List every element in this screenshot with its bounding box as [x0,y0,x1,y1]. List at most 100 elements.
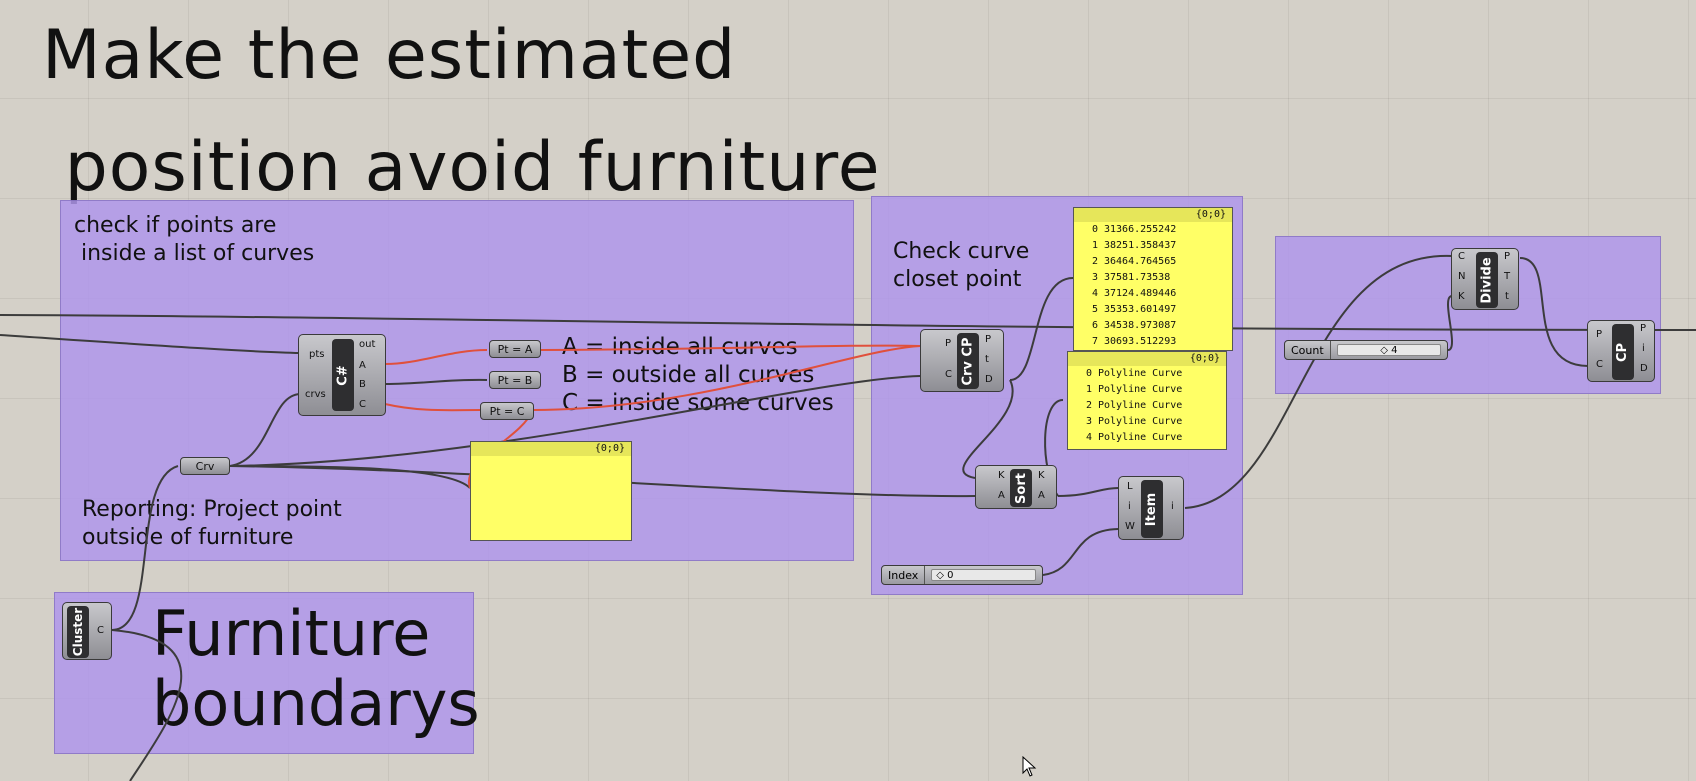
wire-count-to-divide [1447,295,1453,351]
wire-long-horizontal [0,314,1696,331]
count-slider-label: Count [1285,341,1331,359]
port-a[interactable]: A [359,360,366,371]
wire-cluster-down [111,629,183,781]
port-sort-a-out[interactable]: A [1038,490,1045,501]
legend-b: B = outside all curves [562,362,815,388]
wire-crv-to-sort [229,465,976,498]
wire-b-out [384,378,488,385]
closest-point-component[interactable]: CP P C P i D [1587,320,1655,382]
canvas-title: Make the estimated position avoid furnit… [42,0,881,224]
port-divide-t2-out[interactable]: t [1505,291,1509,302]
note-check-inside: check if points are inside a list of cur… [74,213,315,266]
port-divide-c-in[interactable]: C [1458,251,1465,262]
port-divide-p-out[interactable]: P [1504,251,1511,262]
wire-pta-to-crvcp [539,344,921,351]
wire-pts-input [0,334,301,354]
csharp-core: C# [332,339,354,411]
group-furniture[interactable] [54,592,474,754]
count-slider-value[interactable]: ◇ 4 [1336,344,1441,356]
panel-empty[interactable]: {0;0} [470,441,632,541]
port-item-w-in[interactable]: W [1125,521,1135,532]
wire-c-out [384,403,481,412]
port-c[interactable]: C [359,399,366,410]
crvcp-core: Crv CP [957,333,979,389]
index-slider-label: Index [882,566,926,584]
wire-crv-to-crvcp [229,375,921,467]
wire-divide-to-cp [1519,257,1589,367]
panel-distances-path: {0;0} [1074,208,1232,222]
port-crvcp-c-in[interactable]: C [945,369,952,380]
index-slider-value[interactable]: ◇ 0 [931,569,1036,581]
port-sort-k-out[interactable]: K [1038,470,1045,481]
index-slider[interactable]: Index ◇ 0 [881,565,1043,585]
panel-curves-path: {0;0} [1068,352,1226,366]
wire-cluster-to-crv [111,465,179,631]
port-item-l-in[interactable]: L [1127,481,1133,492]
port-cp-p-out[interactable]: P [1640,323,1647,334]
port-cp-i-out[interactable]: i [1642,343,1645,354]
canvas-title-line2: position avoid furniture [42,128,881,207]
list-item-component[interactable]: Item L i W i [1118,476,1184,540]
param-crv[interactable]: Crv [180,457,230,475]
wire-item-to-divide [1184,254,1453,509]
port-crvcp-t-out[interactable]: t [985,354,989,365]
port-sort-a-in[interactable]: A [998,490,1005,501]
port-b[interactable]: B [359,379,366,390]
wire-crv-to-csharp [229,393,301,467]
port-out[interactable]: out [359,339,376,350]
canvas-title-line1: Make the estimated [42,16,737,95]
port-cp-d-out[interactable]: D [1640,363,1648,374]
port-crvcp-d-out[interactable]: D [985,374,993,385]
note-furniture: Furniture boundarys [152,597,480,740]
sort-core: Sort [1010,469,1032,507]
port-cluster-c-out[interactable]: C [97,625,104,636]
cluster-component[interactable]: Cluster C [62,602,112,660]
port-divide-k-in[interactable]: K [1458,291,1465,302]
wire-a-out [384,349,488,365]
wire-crvcp-to-distances [1009,277,1074,381]
mouse-cursor-icon [1022,756,1037,777]
port-sort-k-in[interactable]: K [998,470,1005,481]
port-item-i-in[interactable]: i [1128,501,1131,512]
port-crvs[interactable]: crvs [305,389,326,400]
sort-component[interactable]: Sort K A K A [975,465,1057,509]
cp-core: CP [1612,324,1634,380]
wire-ptc-to-crvcp [532,345,921,411]
port-crvcp-p-out[interactable]: P [985,334,992,345]
port-divide-t-out[interactable]: T [1504,271,1511,282]
param-pt-c[interactable]: Pt = C [480,402,534,420]
note-closest-point: Check curve closet point [893,239,1030,292]
divide-core: Divide [1476,252,1498,308]
note-reporting: Reporting: Project point outside of furn… [82,497,342,550]
csharp-script-component[interactable]: C# pts crvs out A B C [298,334,386,416]
crv-cp-component[interactable]: Crv CP P C P t D [920,329,1004,392]
port-item-i-out[interactable]: i [1171,501,1174,512]
item-core: Item [1141,480,1163,538]
wire-index-to-item [1042,528,1119,576]
wire-crvcp-to-sort [962,379,1014,479]
port-pts[interactable]: pts [309,349,325,360]
port-crvcp-p-in[interactable]: P [945,338,952,349]
divide-component[interactable]: Divide C N K P T t [1451,248,1519,310]
port-cp-p-in[interactable]: P [1596,329,1603,340]
cluster-core: Cluster [67,606,89,658]
param-pt-a[interactable]: Pt = A [489,340,541,358]
port-divide-n-in[interactable]: N [1458,271,1466,282]
param-pt-b[interactable]: Pt = B [489,371,541,389]
count-slider[interactable]: Count ◇ 4 [1284,340,1448,360]
port-cp-c-in[interactable]: C [1596,359,1603,370]
wire-sort-to-item [1057,487,1119,497]
